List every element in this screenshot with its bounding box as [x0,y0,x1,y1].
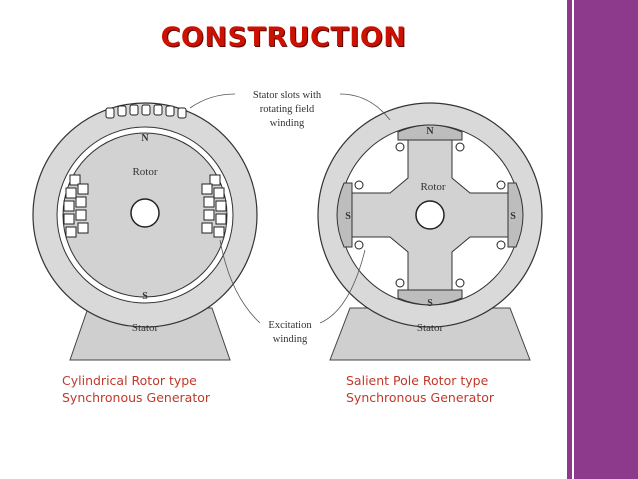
callout-bottom-line-2: winding [273,334,308,345]
caption-salient-pole-rotor: Salient Pole Rotor type Synchronous Gene… [346,372,494,406]
cylindrical-rotor-machine: N Rotor S Stator [32,102,258,361]
left-rotor-label: Rotor [132,166,157,178]
sidebar-band [567,0,638,479]
callout-top-line-2: rotating field [260,104,315,115]
left-stator-slots [105,104,187,119]
right-pole-face-south [397,289,463,306]
callout-stator-slots: Stator slots with rotating field winding [189,90,391,129]
callout-excitation-winding: Excitation winding [219,239,366,345]
caption-cylindrical-rotor: Cylindrical Rotor type Synchronous Gener… [62,372,210,406]
salient-pole-machine: N Rotor S S S Stator [317,102,543,361]
slide-title: CONSTRUCTION [160,22,407,53]
callout-bottom-leader-right [319,249,366,324]
caption-left-line-1: Cylindrical Rotor type [62,373,197,388]
right-south-label: S [427,298,433,309]
right-east-pole-label: S [510,211,516,222]
left-shaft [130,198,160,228]
generator-diagram: N Rotor S Stator N Rotor S S S Stator St… [32,90,543,361]
callout-bottom-leader-left [219,239,261,324]
right-pole-face-north [397,124,463,141]
right-west-pole-label: S [345,211,351,222]
right-field-winding-markers [354,142,506,288]
right-north-label: N [426,126,434,137]
right-base [329,307,531,361]
caption-left-line-2: Synchronous Generator [62,390,211,405]
caption-right-line-1: Salient Pole Rotor type [346,373,489,388]
right-shaft [415,200,445,230]
callout-bottom-line-1: Excitation [268,320,312,331]
callout-top-leader-right [339,93,391,121]
sidebar-divider [572,0,574,479]
right-pole-face-west [336,182,353,248]
left-stator-label: Stator [132,322,159,334]
right-rotor-label: Rotor [420,181,445,193]
callout-top-leader-left [189,93,236,109]
left-north-label: N [141,133,149,144]
caption-right-line-2: Synchronous Generator [346,390,495,405]
callout-top-line-1: Stator slots with [253,90,322,101]
right-pole-face-east [507,182,524,248]
left-excitation-winding-east [201,174,227,238]
left-excitation-winding-west [63,174,89,238]
left-south-label: S [142,291,148,302]
right-stator-label: Stator [417,322,444,334]
callout-top-line-3: winding [270,118,305,129]
